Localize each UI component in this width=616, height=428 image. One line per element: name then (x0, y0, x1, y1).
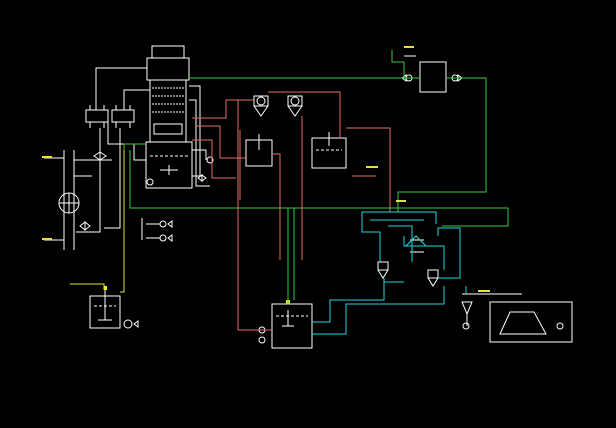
annotation-tick-5 (478, 290, 490, 292)
yellow-process-lines (70, 150, 125, 293)
valve-cluster-left (79, 151, 214, 232)
bottom-left-tank-marker (104, 286, 107, 290)
absorber-sump (145, 141, 193, 189)
annotation-tick-1 (404, 46, 414, 48)
tiny-annotations (42, 46, 490, 292)
filter-units (377, 239, 439, 287)
red-process-lines (192, 91, 391, 331)
annotation-tick-4 (42, 238, 52, 240)
annotation-tick-6 (396, 200, 406, 202)
mid-tanks (245, 132, 347, 169)
green-process-lines (123, 50, 509, 304)
heat-exchanger-left (85, 105, 135, 128)
conveyor-bin (461, 293, 573, 343)
legend-valves (141, 218, 173, 242)
cyclone-separators (253, 95, 303, 117)
annotation-tick-3 (42, 156, 52, 158)
annotation-tick-2 (366, 166, 378, 168)
bottom-left-tank (89, 290, 139, 329)
white-piping (44, 67, 210, 250)
feed-pump-left (58, 192, 80, 214)
cyan-process-lines (312, 211, 467, 335)
